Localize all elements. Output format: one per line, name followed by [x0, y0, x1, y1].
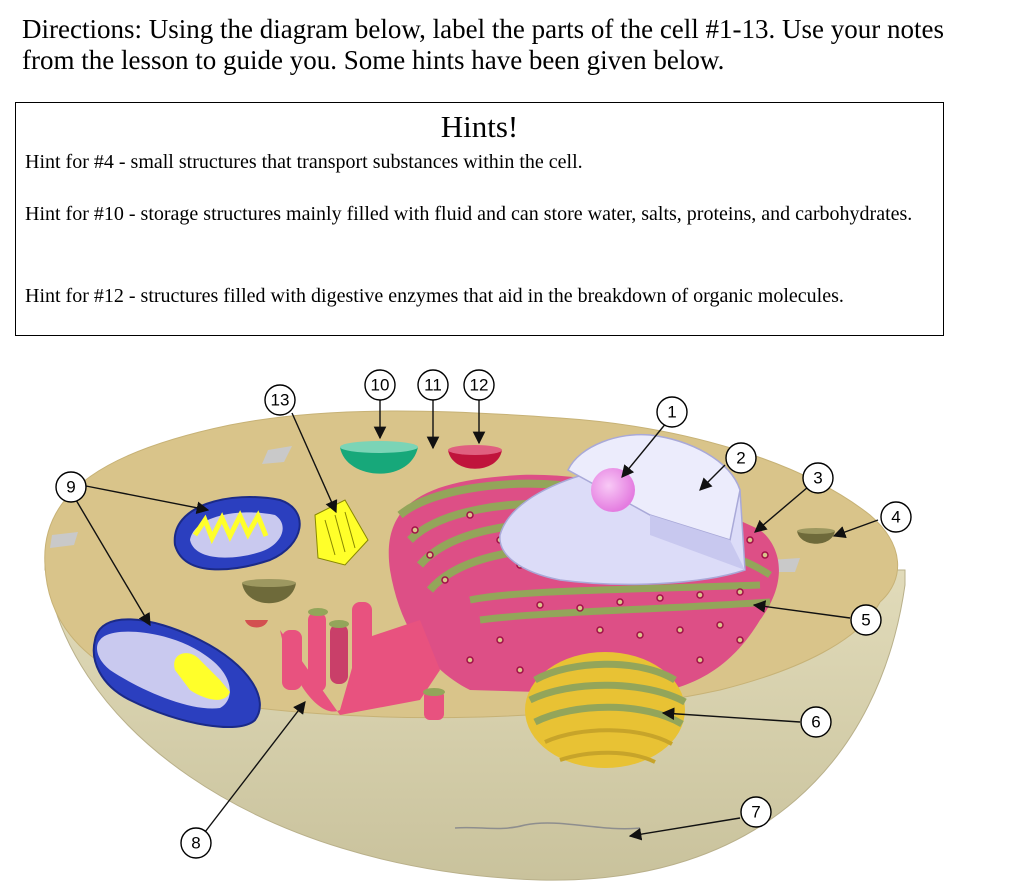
vesicle: [245, 620, 268, 628]
svg-text:8: 8: [191, 834, 200, 853]
label-11: 11: [417, 369, 449, 401]
hint-10: Hint for #10 - storage structures mainly…: [25, 203, 913, 225]
inclusion: [50, 532, 78, 548]
directions-text: Directions: Using the diagram below, lab…: [22, 14, 945, 75]
lysosome: [448, 450, 502, 469]
svg-text:10: 10: [371, 376, 390, 395]
label-4: 4: [880, 501, 912, 533]
svg-text:3: 3: [813, 469, 822, 488]
label-8: 8: [180, 827, 212, 859]
svg-text:7: 7: [751, 803, 760, 822]
hint-4: Hint for #4 - small structures that tran…: [25, 151, 583, 173]
label-10: 10: [364, 369, 396, 401]
inclusion: [262, 446, 292, 464]
cell-diagram: 1 2 3 4 5 6 7 8 9 10 11 12 13: [44, 369, 912, 881]
svg-text:2: 2: [736, 449, 745, 468]
centrioles: [314, 499, 369, 566]
label-pointers: [75, 400, 879, 841]
hints-box: Hints! Hint for #4 - small structures th…: [15, 102, 944, 336]
label-2: 2: [725, 442, 757, 474]
svg-text:6: 6: [811, 713, 820, 732]
smooth-er: [280, 602, 445, 720]
hint-12: Hint for #12 - structures filled with di…: [25, 285, 844, 307]
svg-text:1: 1: [667, 403, 676, 422]
mitochondrion-top: [173, 496, 301, 571]
vacuole: [340, 447, 418, 474]
label-9: 9: [55, 471, 87, 503]
label-3: 3: [802, 462, 834, 494]
svg-text:12: 12: [470, 376, 489, 395]
label-13: 13: [264, 384, 296, 416]
label-5: 5: [850, 604, 882, 636]
svg-text:13: 13: [271, 391, 290, 410]
svg-text:4: 4: [891, 508, 900, 527]
nucleolus: [591, 468, 635, 512]
hints-title: Hints!: [440, 109, 519, 144]
svg-text:9: 9: [66, 478, 75, 497]
svg-text:11: 11: [424, 376, 442, 395]
label-1: 1: [656, 396, 688, 428]
vesicle: [797, 531, 835, 544]
svg-text:5: 5: [861, 611, 870, 630]
cytoskeleton-fiber: [454, 822, 641, 830]
golgi-apparatus: [525, 652, 687, 768]
vesicle: [242, 583, 296, 604]
label-12: 12: [463, 369, 495, 401]
label-7: 7: [740, 796, 772, 828]
label-6: 6: [800, 706, 832, 738]
nucleus: [499, 433, 746, 586]
mitochondrion-bottom: [92, 618, 261, 729]
